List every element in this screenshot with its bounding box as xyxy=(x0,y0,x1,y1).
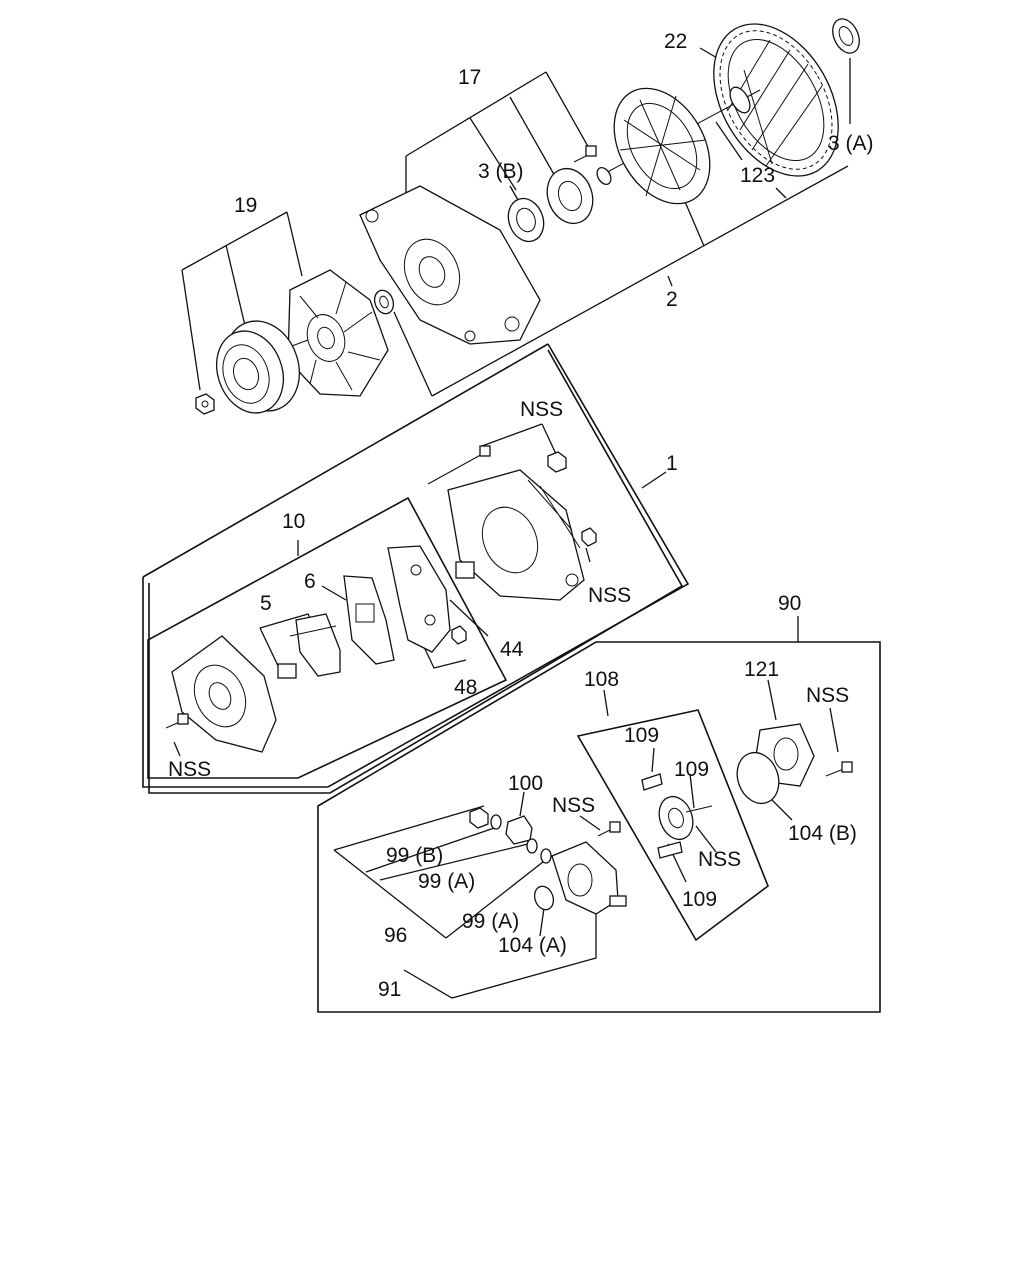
label-90: 90 xyxy=(778,592,801,615)
label-99a-2: 99 (A) xyxy=(462,910,519,933)
label-121: 121 xyxy=(744,658,779,681)
union-nut xyxy=(469,807,489,829)
label-104b: 104 (B) xyxy=(788,822,857,845)
cooling-fan xyxy=(287,269,389,397)
retainer-screw xyxy=(573,145,597,163)
label-100: 100 xyxy=(508,772,543,795)
pump-cover-bolt xyxy=(825,761,853,777)
pump-housing xyxy=(551,841,627,915)
label-nss-right: NSS xyxy=(806,684,849,707)
drive-end-frame xyxy=(359,185,541,345)
label-19: 19 xyxy=(234,194,257,217)
label-108: 108 xyxy=(584,668,619,691)
label-22: 22 xyxy=(664,30,687,53)
label-nss-top: NSS xyxy=(520,398,563,421)
rotor xyxy=(596,86,761,205)
terminal-nut xyxy=(547,451,567,473)
callout-labels: 17 22 19 3 (B) 3 (A) 123 2 1 NSS NSS 10 … xyxy=(168,30,874,1001)
vane-lower xyxy=(657,841,683,859)
label-109-right: 109 xyxy=(674,758,709,781)
frame-assembly-90 xyxy=(317,641,881,1013)
o-ring-104a xyxy=(533,885,555,911)
spacer-ring xyxy=(373,289,395,315)
vane-upper xyxy=(641,773,663,791)
label-nss-left: NSS xyxy=(168,758,211,781)
label-44: 44 xyxy=(500,638,524,661)
bearing-3b xyxy=(507,197,545,243)
label-91: 91 xyxy=(378,978,401,1001)
washers xyxy=(490,814,552,864)
rear-end-cover xyxy=(171,635,277,753)
frame-subassembly-10 xyxy=(147,496,508,779)
frame-brush-holder-108 xyxy=(576,709,769,942)
label-nss-mid: NSS xyxy=(588,584,631,607)
through-bolt xyxy=(427,445,491,485)
label-1: 1 xyxy=(666,452,678,475)
housing-bolt xyxy=(597,821,621,837)
stator xyxy=(713,23,839,177)
rectifier xyxy=(387,545,451,653)
rear-frame-nut xyxy=(581,527,597,547)
o-ring-104b xyxy=(736,751,780,805)
pump-rotor xyxy=(658,795,713,841)
pulley-nut xyxy=(195,393,215,415)
label-109-bottom: 109 xyxy=(682,888,717,911)
label-99a-1: 99 (A) xyxy=(418,870,475,893)
cover-bolt xyxy=(165,713,189,729)
rectifier-nut xyxy=(451,625,467,645)
label-109-top: 109 xyxy=(624,724,659,747)
rear-frame xyxy=(447,469,585,601)
pulley xyxy=(216,320,300,414)
check-valve xyxy=(505,815,533,845)
label-2: 2 xyxy=(666,288,678,311)
label-10: 10 xyxy=(282,510,305,533)
label-99b: 99 (B) xyxy=(386,844,443,867)
label-17: 17 xyxy=(458,66,481,89)
label-5: 5 xyxy=(260,592,272,615)
ic-regulator xyxy=(343,575,395,665)
label-3b: 3 (B) xyxy=(478,160,524,183)
label-nss-brush: NSS xyxy=(698,848,741,871)
label-nss-reg: NSS xyxy=(552,794,595,817)
label-104a: 104 (A) xyxy=(498,934,567,957)
label-6: 6 xyxy=(304,570,316,593)
brush-holder xyxy=(277,613,341,679)
frame-assembly-1 xyxy=(142,343,690,794)
label-3a: 3 (A) xyxy=(828,132,874,155)
label-123: 123 xyxy=(740,164,775,187)
bearing-retainer-plate xyxy=(546,167,594,225)
label-48: 48 xyxy=(454,676,477,699)
bearing-3a xyxy=(832,18,860,54)
label-96: 96 xyxy=(384,924,407,947)
